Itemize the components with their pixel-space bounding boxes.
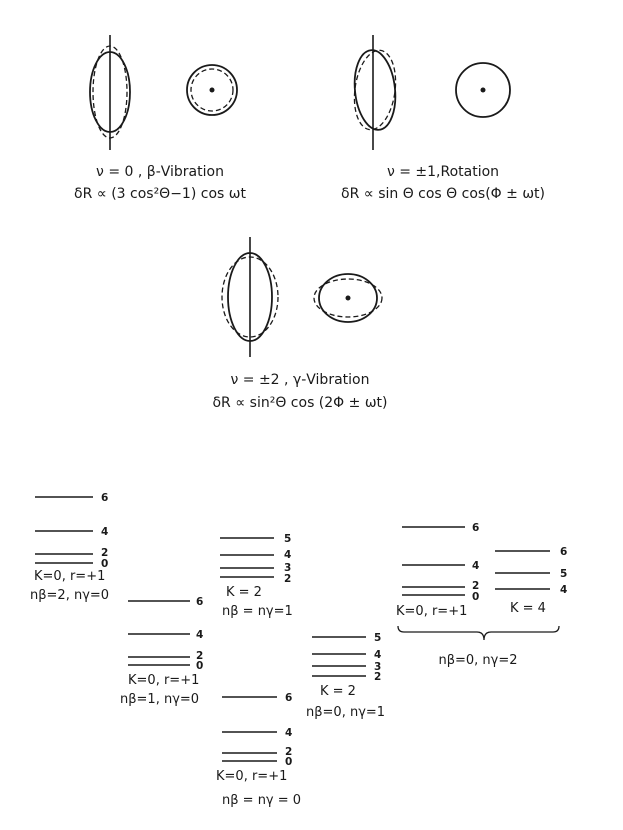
spin-label: 4 (472, 560, 479, 572)
spin-label: 0 (285, 756, 292, 768)
gamma-top-solid-ellipse (318, 273, 378, 323)
gamma-caption-line1: ν = ±2 , γ-Vibration (231, 372, 370, 388)
band-label: K=0, r=+1 (34, 569, 105, 584)
rotation-top-solid-circle (455, 62, 511, 118)
gamma-vibration-shapes (221, 237, 383, 357)
band-label: K=0, r=+1 (216, 769, 287, 784)
spin-label: 5 (560, 568, 567, 580)
beta-vibration-shapes (89, 35, 238, 150)
rotation-shapes (353, 35, 511, 150)
band-label: K = 2 (320, 684, 356, 699)
band-quantum-label: nβ = nγ = 0 (222, 793, 301, 808)
spin-label: 6 (196, 596, 203, 608)
rotation-caption-line1: ν = ±1,Rotation (387, 164, 499, 180)
band-quantum-label: nβ=0, nγ=1 (306, 705, 385, 720)
spin-label: 3 (374, 661, 381, 673)
band-kr-ng2: 6 4 2 0 K=0, r=+1 (396, 522, 479, 619)
spin-label: 2 (472, 580, 479, 592)
spin-label: 4 (101, 526, 108, 538)
spin-label: 4 (560, 584, 567, 596)
band-label: K=0, r=+1 (128, 673, 199, 688)
spin-label: 6 (285, 692, 292, 704)
beta-top-center-dot (209, 87, 215, 93)
spin-label: 4 (285, 727, 292, 739)
gamma-caption-line2: δR ∝ sin²Θ cos (2Φ ± ωt) (212, 395, 387, 411)
rotation-top-center-dot (480, 87, 486, 93)
band-quantum-label: nβ=1, nγ=0 (120, 692, 199, 707)
spin-label: 6 (101, 492, 108, 504)
gamma-side-solid-ellipse (227, 252, 273, 342)
beta-top-dashed-circle (190, 68, 234, 112)
spin-label: 5 (284, 533, 291, 545)
beta-caption-line2: δR ∝ (3 cos²Θ−1) cos ωt (74, 186, 246, 202)
beta-side-solid-ellipse (89, 51, 131, 133)
band-kr-nb1: 6 4 2 0 K=0, r=+1 nβ=1, nγ=0 (120, 596, 203, 707)
band-ground: 6 4 2 0 K=0, r=+1 nβ = nγ = 0 (216, 692, 301, 808)
spin-label: 4 (196, 629, 203, 641)
group-brace (397, 625, 560, 641)
rotation-side-dashed-ellipse (353, 49, 397, 131)
band-k2-nb1-ng1: 5 4 3 2 K = 2 nβ = nγ=1 (220, 533, 293, 619)
spin-label: 4 (374, 649, 381, 661)
rotation-caption-line2: δR ∝ sin Θ cos Θ cos(Φ ± ωt) (341, 186, 545, 202)
band-quantum-label: nβ = nγ=1 (222, 604, 293, 619)
spin-label: 3 (284, 562, 291, 574)
gamma-top-center-dot (345, 295, 351, 301)
band-k2-nb0-ng1: 5 4 3 2 K = 2 nβ=0, nγ=1 (306, 632, 385, 720)
band-label: K=0, r=+1 (396, 604, 467, 619)
spin-label: 2 (196, 650, 203, 662)
band-quantum-label: nβ=2, nγ=0 (30, 588, 109, 603)
spin-label: 5 (374, 632, 381, 644)
gamma-side-dashed-ellipse (221, 256, 279, 338)
spin-label: 6 (472, 522, 479, 534)
beta-top-solid-circle (186, 64, 238, 116)
band-kr-nb2: 6 4 2 0 K=0, r=+1 nβ=2, nγ=0 (30, 492, 109, 603)
beta-side-dashed-ellipse (92, 45, 128, 139)
spin-label: 2 (284, 573, 291, 585)
spin-label: 4 (284, 549, 291, 561)
spin-label: 0 (101, 558, 108, 570)
spin-label: 2 (101, 547, 108, 559)
beta-caption-line1: ν = 0 , β-Vibration (96, 164, 224, 180)
spin-label: 0 (472, 591, 479, 603)
group-quantum-label: nβ=0, nγ=2 (438, 653, 517, 668)
spin-label: 6 (560, 546, 567, 558)
spin-label: 2 (285, 746, 292, 758)
gamma-top-dashed-ellipse (313, 278, 383, 318)
spin-label: 0 (196, 660, 203, 672)
band-label: K = 2 (226, 585, 262, 600)
band-k4: 6 5 4 K = 4 (495, 546, 567, 616)
band-label: K = 4 (510, 601, 546, 616)
spin-label: 2 (374, 671, 381, 683)
